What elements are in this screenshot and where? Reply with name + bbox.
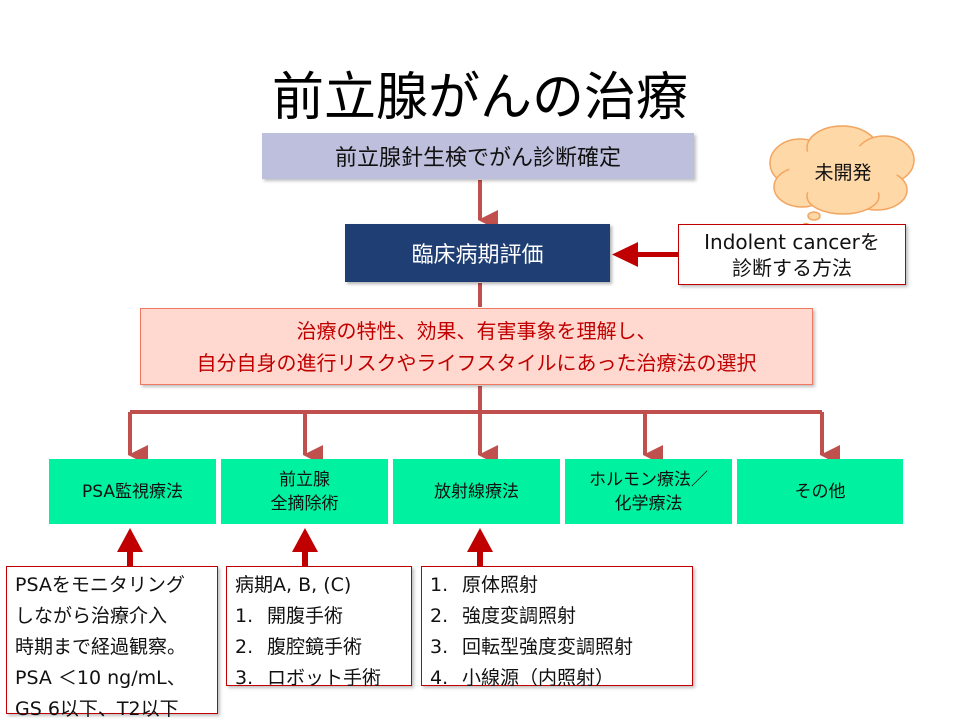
biopsy-diagnosis-box: 前立腺針生検でがん診断確定 [262, 133, 694, 179]
detail-item: 2. 腹腔鏡手術 [235, 632, 411, 663]
treatment-psa-surveillance: PSA監視療法 [49, 459, 216, 524]
detail-item: 4. 小線源（内照射） [430, 663, 692, 694]
arrow-surgery-detail-head [292, 528, 318, 552]
item-number: 3. [430, 636, 449, 658]
treatment-prostatectomy: 前立腺 全摘除術 [221, 459, 388, 524]
item-text: 腹腔鏡手術 [267, 636, 363, 658]
item-text: 強度変調照射 [462, 605, 577, 627]
psa-surveillance-detail: PSAをモニタリング しながら治療介入 時期まで経過観察。 PSA ＜10 ng… [6, 566, 218, 720]
item-number: 1. [235, 605, 254, 627]
treatment-label: ホルモン療法／ [589, 469, 708, 490]
item-text: 小線源（内照射） [462, 667, 615, 689]
arrow-psa-detail-head [117, 528, 143, 552]
arrow-surgery-detail-shaft [302, 550, 308, 566]
arrow-indolent-shaft [634, 252, 678, 257]
item-number: 2. [430, 605, 449, 627]
detail-item: 3. 回転型強度変調照射 [430, 632, 692, 663]
detail-item: 1. 原体照射 [430, 570, 692, 601]
arrow-radiation-detail-head [467, 528, 493, 552]
treatment-label: PSA監視療法 [82, 481, 183, 502]
detail-item: 3. ロボット手術 [235, 663, 411, 694]
treatment-label-2: 化学療法 [614, 493, 683, 514]
treatment-hormone-chemo: ホルモン療法／ 化学療法 [565, 459, 732, 524]
item-number: 2. [235, 636, 254, 658]
item-number: 3. [235, 667, 254, 689]
indolent-line1: Indolent cancerを [704, 229, 880, 254]
treatment-radiation: 放射線療法 [393, 459, 560, 524]
item-text: 原体照射 [462, 574, 539, 596]
detail-line: PSAをモニタリング [15, 574, 185, 596]
item-text: 回転型強度変調照射 [462, 636, 634, 658]
treatment-label-2: 全摘除術 [270, 493, 339, 514]
detail-line: 時期まで経過観察。 [15, 636, 187, 658]
choice-line2: 自分自身の進行リスクやライフスタイルにあった治療法の選択 [196, 350, 757, 375]
treatment-label: 前立腺 [279, 469, 330, 490]
treatment-choice-box: 治療の特性、効果、有害事象を理解し、 自分自身の進行リスクやライフスタイルにあっ… [140, 308, 813, 385]
treatment-other: その他 [737, 459, 903, 524]
treatment-label: その他 [794, 481, 846, 502]
clinical-staging-box: 臨床病期評価 [345, 224, 610, 282]
choice-line1: 治療の特性、効果、有害事象を理解し、 [296, 318, 657, 343]
arrow-indolent-head [612, 242, 638, 267]
detail-line: GS 6以下、T2以下 [15, 698, 179, 720]
item-number: 4. [430, 667, 449, 689]
arrow-psa-detail-shaft [127, 550, 133, 566]
item-text: 開腹手術 [267, 605, 344, 627]
surgery-detail: 病期A, B, (C) 1. 開腹手術 2. 腹腔鏡手術 3. ロボット手術 [226, 566, 412, 689]
detail-line: PSA ＜10 ng/mL、 [15, 667, 186, 689]
detail-header: 病期A, B, (C) [235, 574, 352, 596]
indolent-cancer-box: Indolent cancerを 診断する方法 [678, 224, 906, 285]
detail-item: 1. 開腹手術 [235, 601, 411, 632]
item-text: ロボット手術 [267, 667, 382, 689]
treatment-label: 放射線療法 [434, 481, 519, 502]
page-title: 前立腺がんの治療 [271, 67, 688, 128]
indolent-line2: 診断する方法 [732, 255, 852, 280]
detail-item: 2. 強度変調照射 [430, 601, 692, 632]
cloud-label: 未開発 [814, 161, 872, 184]
item-number: 1. [430, 574, 449, 596]
detail-line: しながら治療介入 [15, 605, 168, 627]
arrow-radiation-detail-shaft [477, 550, 483, 566]
radiation-detail: 1. 原体照射 2. 強度変調照射 3. 回転型強度変調照射 4. 小線源（内照射） [421, 566, 693, 689]
